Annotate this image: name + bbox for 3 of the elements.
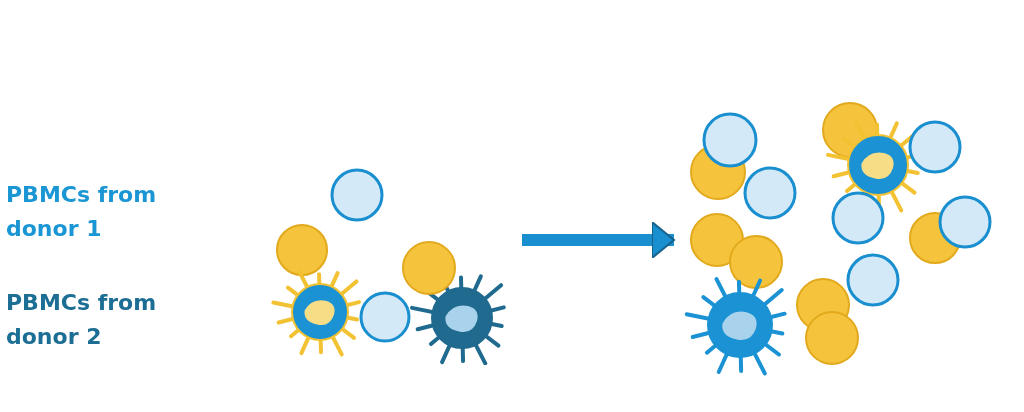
donor-label: PBMCs from donor 2 [6,289,158,351]
arrow [522,221,675,259]
donor-label: PBMCs from donor 1 [6,181,158,243]
